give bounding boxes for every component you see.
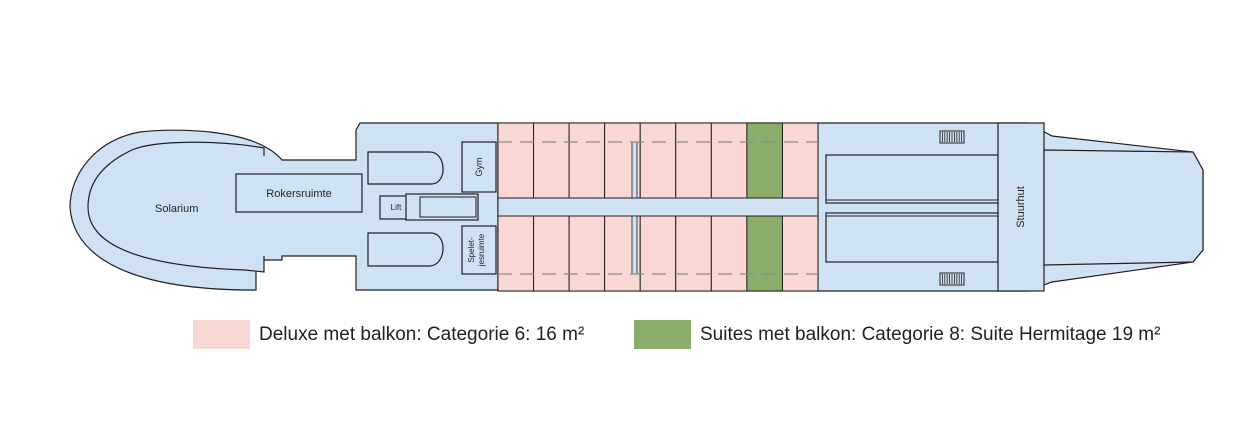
cabin-top-1-deluxe <box>497 122 535 199</box>
legend-label-deluxe: Deluxe met balkon: Categorie 6: 16 m² <box>259 323 585 345</box>
legend-suite: Suites met balkon: Categorie 8: Suite He… <box>634 320 1160 349</box>
cabin-bottom-2-deluxe <box>533 215 570 292</box>
cabin-top-3-deluxe <box>568 122 606 199</box>
vent-frame <box>939 130 965 144</box>
wheelhouse-label: Stuurhut <box>1015 186 1027 228</box>
bow-room-top <box>825 154 999 204</box>
legend-deluxe: Deluxe met balkon: Categorie 6: 16 m² <box>193 320 584 349</box>
pool-bottom <box>367 232 444 267</box>
gym-label: Gym <box>474 158 484 177</box>
cabin-corridor <box>497 197 819 217</box>
smoking-room-label: Rokersruimte <box>266 188 331 200</box>
solarium-label: Solarium <box>155 203 198 215</box>
bow-room-bottom <box>825 212 999 263</box>
legend-swatch-suite <box>634 320 691 349</box>
stairwell-top <box>631 141 638 199</box>
cabin-bottom-8-suite <box>746 215 783 292</box>
cabin-top-6-deluxe <box>675 122 712 199</box>
cabin-top-8-suite <box>746 122 783 199</box>
deck-plan: Solarium Rokersruimte Lift Gym Spelet- j… <box>69 122 1204 292</box>
cabin-bottom-6-deluxe <box>675 215 712 292</box>
cabin-bottom-5-deluxe <box>639 215 677 292</box>
wheelhouse <box>997 122 1045 292</box>
games-room <box>461 225 497 275</box>
lift-inner <box>419 196 477 218</box>
cabin-top-5-deluxe <box>639 122 677 199</box>
vent-top-icon <box>939 130 965 144</box>
cabin-bottom-9-deluxe <box>781 215 819 292</box>
cabin-top-7-deluxe <box>710 122 748 199</box>
lift-label: Lift <box>391 203 402 212</box>
cabin-top-9-deluxe <box>781 122 819 199</box>
vent-frame <box>939 272 965 286</box>
games-room-label-line2: jesruimte <box>477 233 486 267</box>
bow-tip-room <box>1043 149 1204 266</box>
stairwell-bottom <box>631 215 638 275</box>
pool-top <box>367 151 444 185</box>
cabin-top-2-deluxe <box>533 122 570 199</box>
cabin-row-top <box>497 122 819 199</box>
gym <box>461 141 497 193</box>
legend-swatch-deluxe <box>193 320 250 349</box>
balcony-lines <box>498 141 818 275</box>
solarium-inner-curve <box>87 141 265 273</box>
smoking-room <box>235 173 363 213</box>
games-room-label-line1: Spelet- <box>467 237 476 263</box>
vent-bottom-icon <box>939 272 965 286</box>
cabin-bottom-7-deluxe <box>710 215 748 292</box>
cabin-bottom-3-deluxe <box>568 215 606 292</box>
legend-label-suite: Suites met balkon: Categorie 8: Suite He… <box>700 323 1161 345</box>
cabin-bottom-1-deluxe <box>497 215 535 292</box>
cabin-row-bottom <box>497 215 819 292</box>
